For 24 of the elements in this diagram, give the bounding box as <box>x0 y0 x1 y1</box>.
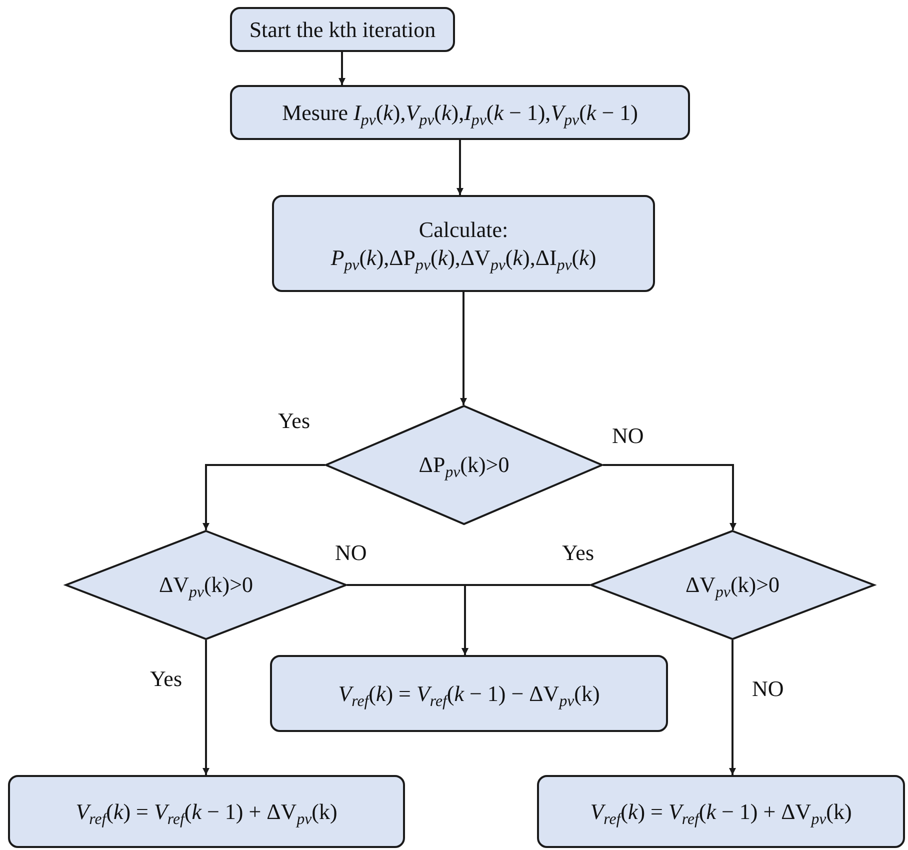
process-box <box>230 85 690 140</box>
arrow <box>603 464 736 530</box>
process-box <box>8 775 405 848</box>
step-text: ΔV$_{pv}$(k)>0 <box>685 571 780 599</box>
step-text: V$_{ref}$(k) = V$_{ref}$(k − 1) + ΔV$_{pv}$(k) <box>76 798 338 826</box>
arrow <box>462 584 590 655</box>
arrow <box>460 292 467 405</box>
process-box <box>230 7 455 52</box>
step-text: V$_{ref}$(k) = V$_{ref}$(k − 1) − ΔV$_{pv}$(k) <box>338 680 600 708</box>
arrow <box>338 52 346 85</box>
step-text: V$_{ref}$(k) = V$_{ref}$(k − 1) + ΔV$_{pv}$(k) <box>590 798 852 826</box>
process-box <box>537 775 905 848</box>
process-box <box>272 195 655 292</box>
arrow <box>202 640 210 775</box>
step-text: Mesure I$_{pv}$(k),V$_{pv}$(k),I$_{pv}$(k − 1),V$_{pv}$(k − 1) <box>282 98 638 126</box>
step-text: P$_{pv}$(k),ΔP$_{pv}$(k),ΔV$_{pv}$(k),ΔI$_{pv}$(k) <box>330 244 596 271</box>
arrow <box>456 140 464 195</box>
step-heading: Calculate: <box>418 216 508 244</box>
arrow <box>729 640 736 775</box>
step-text: Start the kth iteration <box>249 16 436 44</box>
step-text: ΔP$_{pv}$(k)>0 <box>418 451 510 479</box>
step-text: ΔV$_{pv}$(k)>0 <box>158 571 254 599</box>
process-box <box>270 655 668 732</box>
arrow <box>202 464 325 530</box>
